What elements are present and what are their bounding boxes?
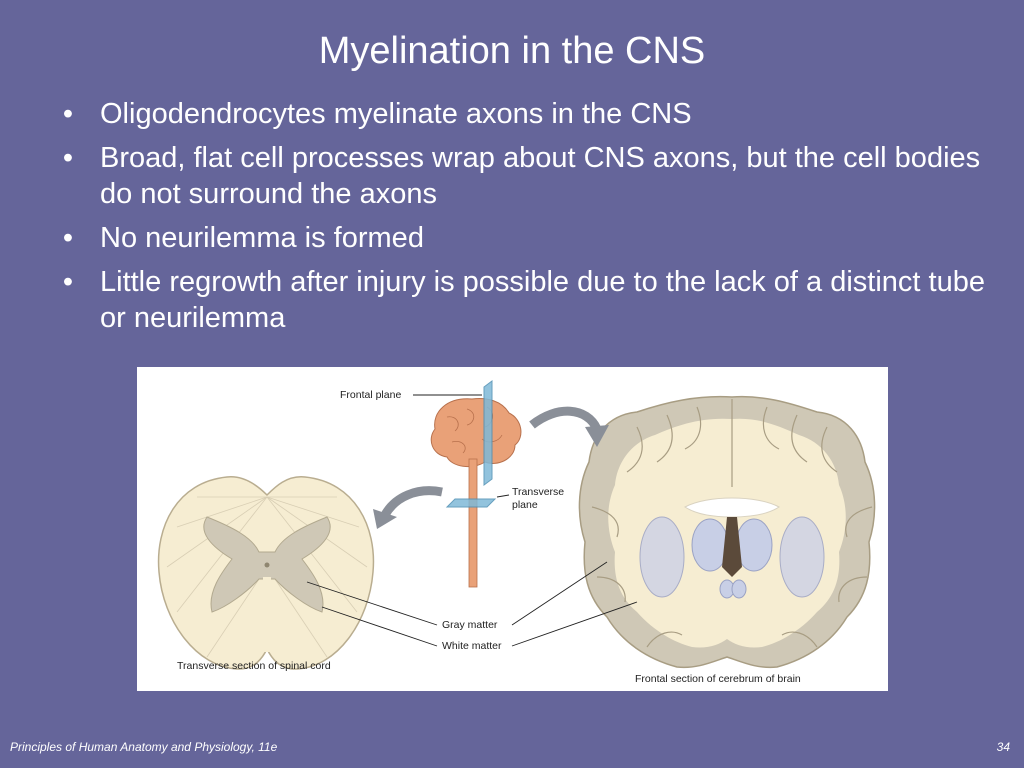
bullet-item: • No neurilemma is formed xyxy=(58,220,988,256)
arrow-to-brain-head xyxy=(585,425,609,447)
frontal-plane-shape xyxy=(483,380,493,486)
caption-spinal-cord: Transverse section of spinal cord xyxy=(177,660,331,672)
brain-illustration xyxy=(430,398,522,468)
spinal-cord-section xyxy=(157,476,375,670)
label-plane: plane xyxy=(512,499,538,511)
orientation-arrows xyxy=(373,406,609,529)
anatomy-figure: Frontal plane Transverse plane Gray matt… xyxy=(137,367,888,691)
right-mammillary-body xyxy=(731,579,747,599)
median-fissure xyxy=(263,577,271,652)
bullet-text: Oligodendrocytes myelinate axons in the … xyxy=(100,98,692,130)
brain-orientation-icon xyxy=(430,380,522,588)
page-number: 34 xyxy=(996,740,1010,754)
label-frontal-plane: Frontal plane xyxy=(340,389,401,401)
arrow-to-brain-section xyxy=(529,406,602,432)
transverse-plane-shape xyxy=(445,498,497,508)
bullet-item: • Oligodendrocytes myelinate axons in the… xyxy=(58,96,988,132)
bullet-item: • Little regrowth after injury is possibl… xyxy=(58,264,988,336)
corpus-callosum xyxy=(684,497,780,518)
bullet-list: • Oligodendrocytes myelinate axons in the… xyxy=(58,96,988,344)
bullet-glyph: • xyxy=(62,222,74,254)
right-basal-nuclei xyxy=(779,516,825,598)
bullet-text: Little regrowth after injury is possible… xyxy=(100,266,985,334)
brainstem-spinal-cord xyxy=(468,458,478,588)
bullet-glyph: • xyxy=(62,98,74,130)
label-gray-matter: Gray matter xyxy=(442,619,498,631)
brain-section xyxy=(578,395,876,669)
bullet-glyph: • xyxy=(62,266,74,298)
bullet-glyph: • xyxy=(62,142,74,174)
caption-brain: Frontal section of cerebrum of brain xyxy=(635,673,801,685)
label-transverse: Transverse xyxy=(512,486,564,498)
arrow-to-spinal-section xyxy=(381,486,443,518)
footer-source: Principles of Human Anatomy and Physiolo… xyxy=(10,740,278,754)
bullet-text: Broad, flat cell processes wrap about CN… xyxy=(100,142,981,210)
leader-lines xyxy=(306,394,638,647)
anatomy-illustration: Frontal plane Transverse plane Gray matt… xyxy=(157,380,876,685)
arrow-to-spinal-head xyxy=(373,509,397,529)
bullet-item: • Broad, flat cell processes wrap about C… xyxy=(58,140,988,212)
bullet-text: No neurilemma is formed xyxy=(100,222,424,254)
left-basal-nuclei xyxy=(639,516,685,598)
label-white-matter: White matter xyxy=(442,640,502,652)
lateral-ventricle xyxy=(722,517,742,577)
central-canal xyxy=(264,562,270,568)
cortex-folds xyxy=(591,399,873,648)
slide-title: Myelination in the CNS xyxy=(318,30,706,72)
